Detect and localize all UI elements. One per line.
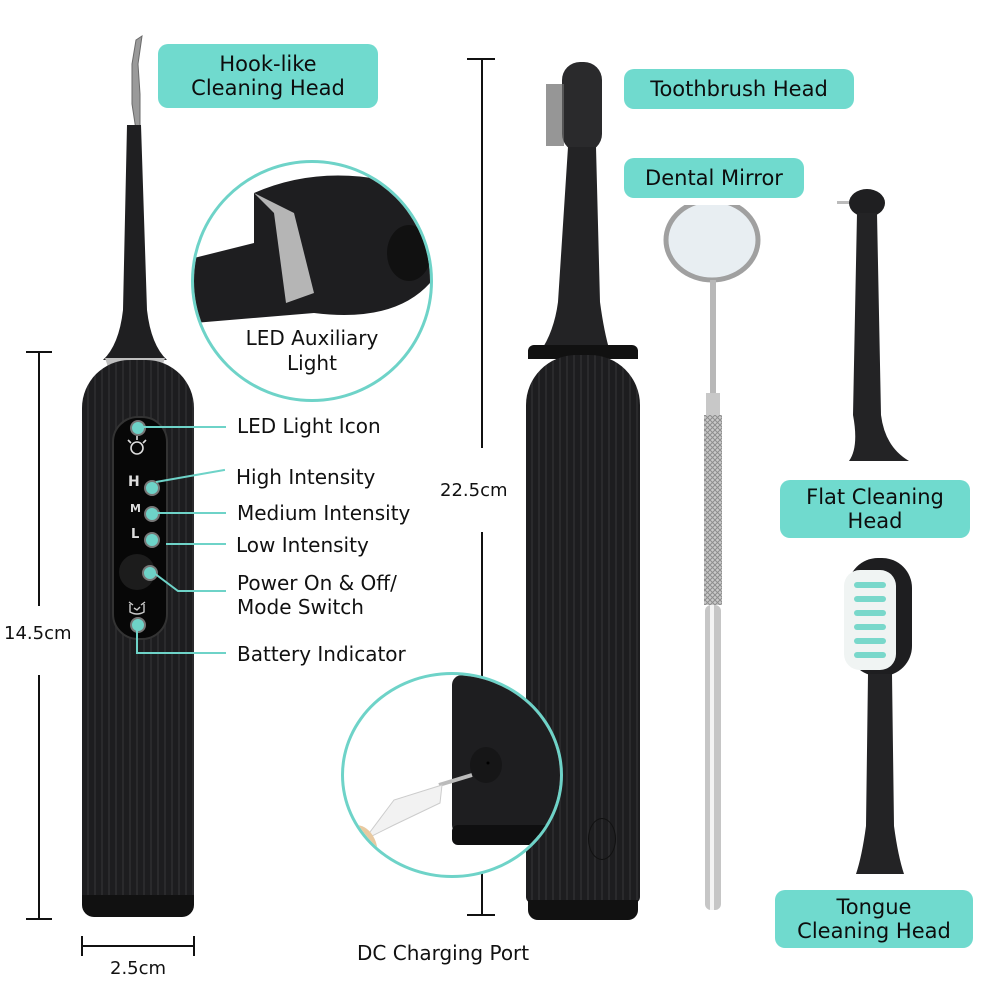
tag-dental-mirror: Dental Mirror <box>624 158 804 198</box>
low-led <box>144 532 160 548</box>
medium-led <box>144 506 160 522</box>
leader-medium <box>156 512 226 514</box>
led-closeup-image <box>194 175 430 323</box>
dim-brush-line-upper <box>481 58 483 448</box>
leader-low <box>166 543 226 545</box>
label-dc-charging-port: DC Charging Port <box>357 941 530 965</box>
dim-brush-height: 22.5cm <box>440 480 508 501</box>
led-auxiliary-closeup: LED Auxiliary Light <box>191 160 433 402</box>
dim-width-line <box>81 945 194 947</box>
dc-port-image <box>344 675 560 875</box>
leader-power <box>150 569 226 592</box>
label-low-intensity: Low Intensity <box>236 533 369 557</box>
label-led-icon: LED Light Icon <box>237 414 381 438</box>
flat-cleaning-head-image <box>837 189 909 461</box>
high-letter: H <box>128 474 140 490</box>
scaler-neck <box>103 125 167 370</box>
high-led <box>144 480 160 496</box>
toothbrush-base <box>528 900 638 920</box>
battery-icon <box>128 601 146 615</box>
tag-toothbrush-head: Toothbrush Head <box>624 69 854 109</box>
tag-flat-cleaning-head: Flat Cleaning Head <box>780 480 970 538</box>
brush-button[interactable] <box>588 818 616 860</box>
dental-mirror-image <box>663 205 761 910</box>
label-power-switch: Power On & Off/ Mode Switch <box>237 571 397 619</box>
scaler-base <box>82 895 194 917</box>
dim-scaler-height: 14.5cm <box>4 623 72 644</box>
medium-letter: M <box>130 502 141 515</box>
tongue-cleaning-head-image <box>844 558 912 874</box>
led-indicator <box>130 420 146 436</box>
dim-height-line-upper <box>38 351 40 606</box>
dim-height-line-lower <box>38 675 40 919</box>
brush-collar <box>528 345 638 359</box>
low-letter: L <box>131 527 140 542</box>
tag-hook-cleaning-head: Hook-like Cleaning Head <box>158 44 378 108</box>
tag-tongue-cleaning-head: Tongue Cleaning Head <box>775 890 973 948</box>
toothbrush-head-image <box>540 62 610 352</box>
hook-tip-icon <box>131 34 143 131</box>
leader-battery <box>136 628 226 654</box>
leader-led-icon <box>142 426 226 428</box>
power-led <box>142 565 158 581</box>
dim-scaler-width: 2.5cm <box>110 958 167 979</box>
dc-charging-closeup <box>341 672 563 878</box>
light-bulb-icon <box>127 436 147 455</box>
dim-width-right-cap <box>193 936 195 956</box>
label-high-intensity: High Intensity <box>236 465 376 489</box>
label-medium-intensity: Medium Intensity <box>237 501 411 525</box>
label-led-auxiliary: LED Auxiliary Light <box>245 326 379 375</box>
dim-brush-bottom-cap <box>467 914 495 916</box>
dim-height-bottom-cap <box>26 918 52 920</box>
label-battery-indicator: Battery Indicator <box>237 642 406 666</box>
